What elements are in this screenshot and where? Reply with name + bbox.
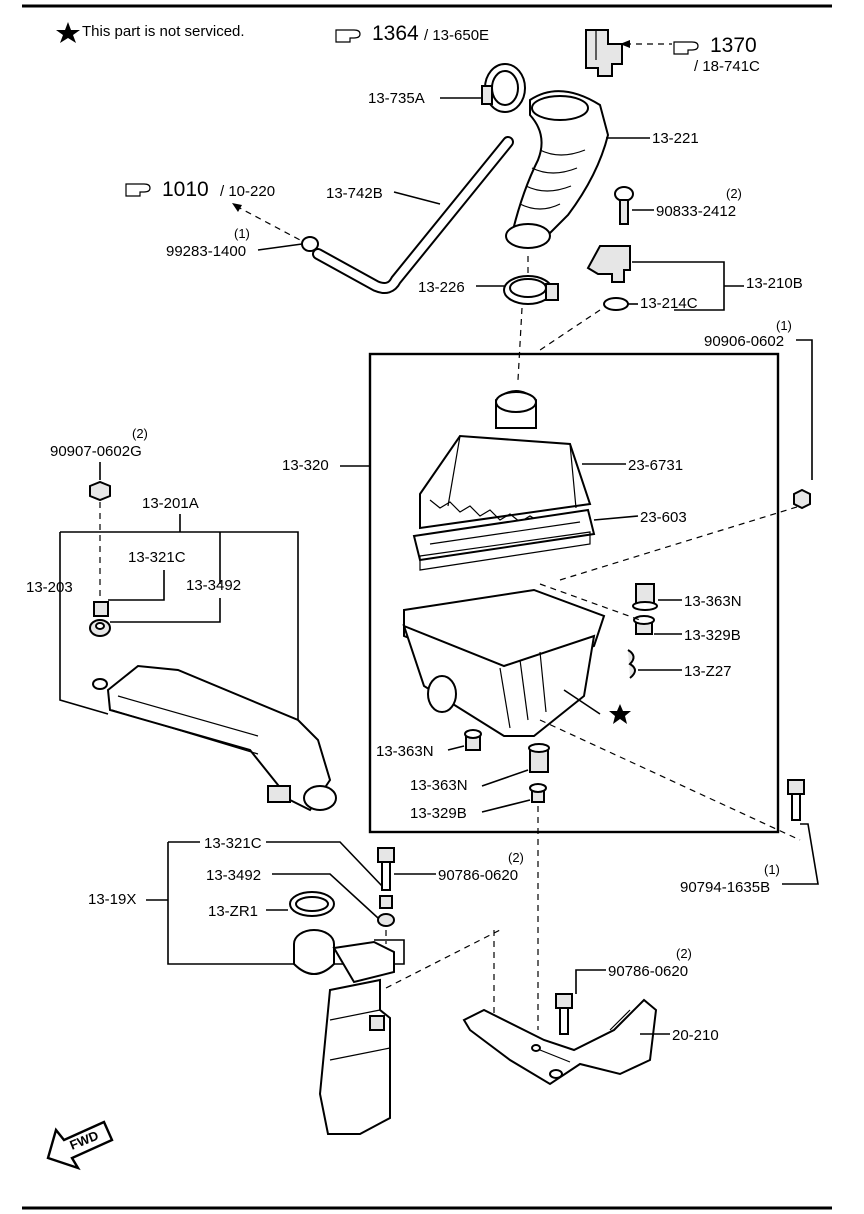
ref-1370-number[interactable]: 1370	[710, 34, 757, 57]
nut-part	[793, 488, 811, 510]
breather-hose-part	[301, 136, 514, 294]
seal-ring-part	[289, 891, 335, 917]
note-text: This part is not serviced.	[82, 23, 245, 40]
label-20-210[interactable]: 20-210	[672, 1027, 719, 1044]
label-90786-0620-b[interactable]: 90786-0620	[608, 963, 688, 980]
grommet-part	[89, 619, 111, 637]
qty-90786-a: (2)	[508, 850, 524, 865]
grommet-part	[632, 583, 658, 611]
clamp-part	[503, 275, 559, 305]
grommet-part	[528, 743, 550, 773]
label-90907-0602G[interactable]: 90907-0602G	[50, 443, 142, 460]
qty-90906: (1)	[776, 318, 792, 333]
qty-90786-b: (2)	[676, 946, 692, 961]
air-cleaner-case-part	[402, 588, 606, 737]
label-90786-0620-a[interactable]: 90786-0620	[438, 867, 518, 884]
bolt-part	[787, 779, 805, 821]
ref-1370-sub: / 18-741C	[694, 58, 760, 75]
collar-part	[93, 601, 109, 617]
ref-1364-sub: / 13-650E	[424, 27, 489, 44]
label-23-6731[interactable]: 23-6731	[628, 457, 683, 474]
hose-clamp-part	[481, 63, 526, 113]
ref-1364-number[interactable]: 1364	[372, 22, 419, 45]
label-13-221[interactable]: 13-221	[652, 130, 699, 147]
star-icon	[609, 704, 631, 724]
label-13-321C-b[interactable]: 13-321C	[204, 835, 262, 852]
pointing-hand-icon	[335, 29, 361, 43]
sensor-part	[585, 29, 623, 77]
air-cleaner-assembly-box	[368, 352, 780, 834]
pointing-hand-icon	[673, 41, 699, 55]
label-13-201A[interactable]: 13-201A	[142, 495, 199, 512]
clip-part	[627, 649, 636, 679]
label-13-363N-a[interactable]: 13-363N	[684, 593, 742, 610]
qty-90907: (2)	[132, 426, 148, 441]
label-99283-1400[interactable]: 99283-1400	[166, 243, 246, 260]
label-13-214C[interactable]: 13-214C	[640, 295, 698, 312]
fwd-arrow-icon: FWD	[46, 1120, 114, 1171]
label-13-ZR1[interactable]: 13-ZR1	[208, 903, 258, 920]
label-13-226[interactable]: 13-226	[418, 279, 465, 296]
label-13-203[interactable]: 13-203	[26, 579, 73, 596]
resonator-part	[293, 929, 395, 1135]
label-13-210B[interactable]: 13-210B	[746, 275, 803, 292]
pointing-hand-icon	[125, 183, 151, 197]
label-90906-0602[interactable]: 90906-0602	[704, 333, 784, 350]
air-cleaner-cover-part	[419, 390, 592, 530]
label-90794-1635B[interactable]: 90794-1635B	[680, 879, 770, 896]
screw-part	[614, 186, 634, 225]
intake-hose-part	[505, 90, 610, 249]
qty-99283: (1)	[234, 226, 250, 241]
ref-1010-number[interactable]: 1010	[162, 178, 209, 201]
qty-90794: (1)	[764, 862, 780, 877]
grommet-part	[464, 729, 482, 751]
maf-sensor-part	[586, 245, 631, 311]
nut-part	[89, 480, 111, 502]
label-13-320[interactable]: 13-320	[282, 457, 329, 474]
label-13-329B-b[interactable]: 13-329B	[410, 805, 467, 822]
collar-part	[377, 895, 395, 927]
bolt-part	[555, 993, 573, 1035]
intake-duct-part	[92, 664, 337, 812]
ref-1010-sub: / 10-220	[220, 183, 275, 200]
bolt-part	[377, 847, 395, 891]
label-13-363N-c[interactable]: 13-363N	[410, 777, 468, 794]
qty-90833: (2)	[726, 186, 742, 201]
collar-part	[529, 783, 547, 803]
label-13-329B-a[interactable]: 13-329B	[684, 627, 741, 644]
label-13-19X[interactable]: 13-19X	[88, 891, 136, 908]
label-23-603[interactable]: 23-603	[640, 509, 687, 526]
label-13-Z27[interactable]: 13-Z27	[684, 663, 732, 680]
air-filter-element-part	[412, 508, 596, 571]
star-icon	[56, 22, 80, 43]
label-13-742B[interactable]: 13-742B	[326, 185, 383, 202]
collar-part	[633, 615, 655, 635]
label-13-735A[interactable]: 13-735A	[368, 90, 425, 107]
label-13-321C-a[interactable]: 13-321C	[128, 549, 186, 566]
label-13-3492-b[interactable]: 13-3492	[206, 867, 261, 884]
label-13-363N-b[interactable]: 13-363N	[376, 743, 434, 760]
mounting-bracket-part	[462, 998, 658, 1086]
label-90833-2412[interactable]: 90833-2412	[656, 203, 736, 220]
label-13-3492-a[interactable]: 13-3492	[186, 577, 241, 594]
